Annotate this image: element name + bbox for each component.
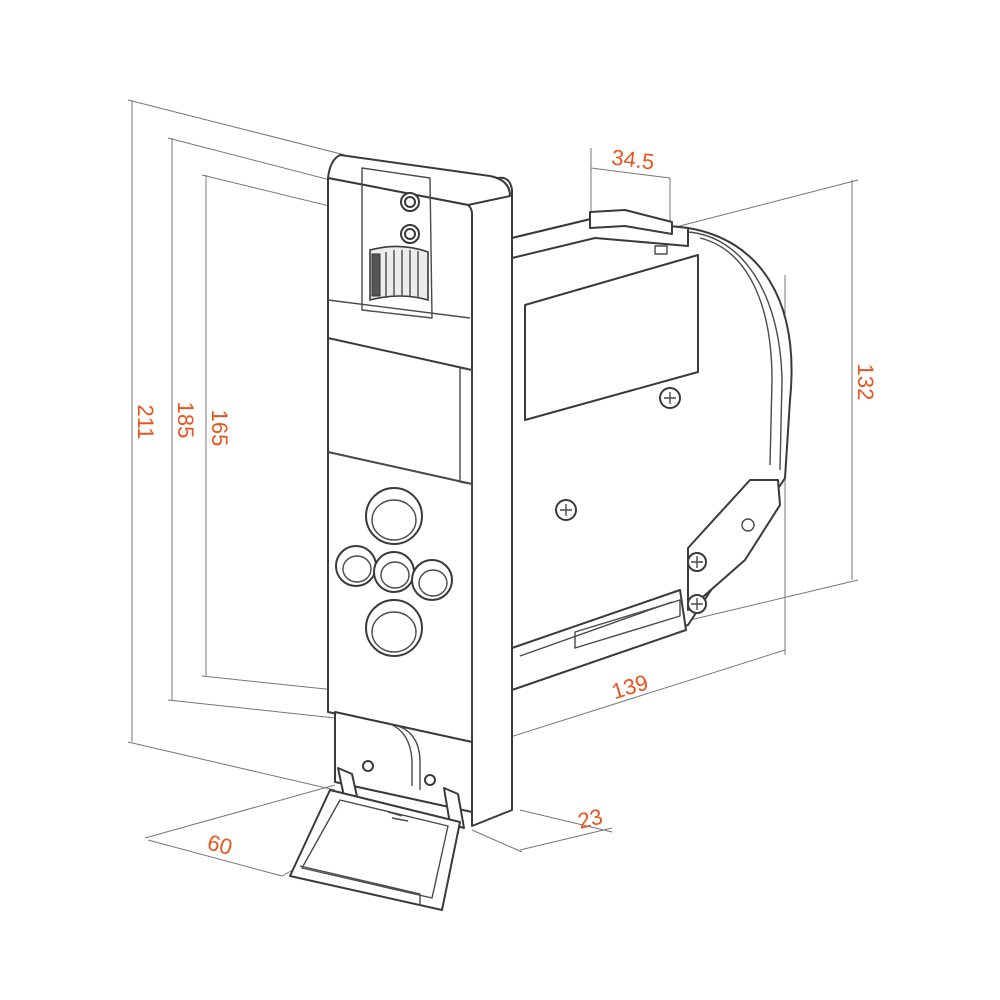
dimension-label-132: 132 xyxy=(853,364,878,401)
button-down xyxy=(365,599,423,657)
bottom-hatch xyxy=(289,711,473,911)
dimension-label-185: 185 xyxy=(173,402,198,439)
button-right xyxy=(411,559,453,601)
dimension-label-23: 23 xyxy=(575,804,605,834)
dimension-label-60: 60 xyxy=(205,830,235,860)
button-center xyxy=(373,551,415,593)
control-buttons xyxy=(335,487,453,657)
dimension-label-34-5: 34.5 xyxy=(610,145,656,175)
dimension-label-165: 165 xyxy=(207,410,232,447)
button-left xyxy=(335,545,377,587)
dimension-label-211: 211 xyxy=(133,404,158,439)
button-up xyxy=(365,487,423,545)
dimension-label-139: 139 xyxy=(609,670,651,705)
front-faceplate xyxy=(327,154,513,827)
rear-housing xyxy=(511,209,793,691)
